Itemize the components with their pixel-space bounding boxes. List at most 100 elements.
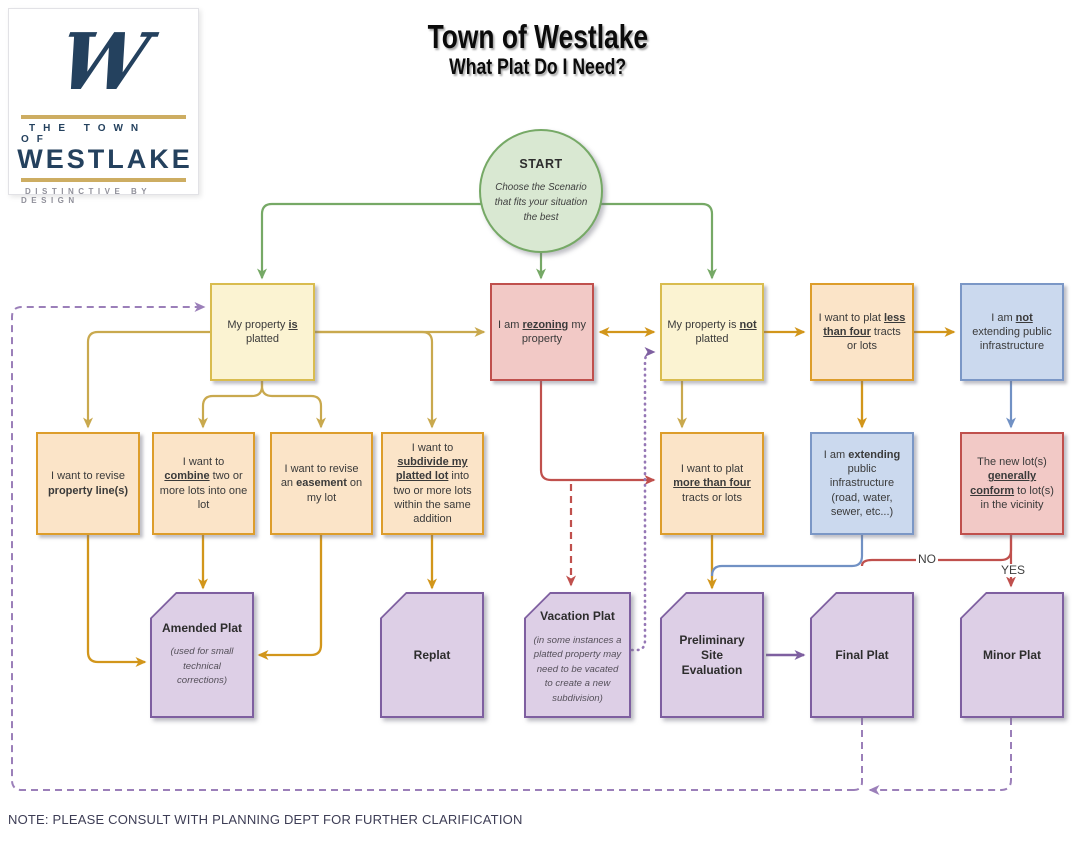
town-of-westlake-logo: W THE TOWN OF WESTLAKE DISTINCTIVE BY DE…	[8, 8, 199, 205]
text-segment: less than four	[823, 311, 906, 338]
text-segment: not	[1015, 311, 1033, 324]
node-text: I want to plat less than four tracts or …	[817, 311, 907, 354]
edge-vacation-to-not-platted-dotted	[630, 347, 656, 652]
node-text: I am not extending public infrastructure	[967, 311, 1057, 354]
text-segment: not	[739, 318, 757, 331]
text-segment: on my lot	[306, 477, 363, 504]
node-property-is-platted: My property is platted	[210, 283, 315, 381]
text-segment: my property	[521, 318, 587, 345]
node-combine-lots: I want to combine two or more lots into …	[152, 432, 255, 535]
text-segment: two or more lots into one lot	[159, 470, 248, 511]
node-text: The new lot(s) generally conform to lot(…	[967, 455, 1057, 512]
node-plat-more-than-four: I want to plat more than four tracts or …	[660, 432, 764, 535]
branch-label-no: NO	[916, 552, 938, 567]
footnote: NOTE: PLEASE CONSULT WITH PLANNING DEPT …	[8, 812, 523, 827]
doc-final-plat: Final Plat	[810, 592, 914, 718]
text-segment: I am	[497, 318, 523, 331]
text-segment: I want to	[411, 441, 454, 454]
text-segment: tracts or lots	[847, 325, 901, 353]
page-title: Town of Westlake	[427, 18, 648, 55]
doc-body: Replat	[382, 594, 482, 716]
doc-note: (in some instances a platted property ma…	[533, 635, 622, 704]
node-subdivide-lot: I want to subdivide my platted lot into …	[381, 432, 484, 535]
text-segment: extending	[848, 448, 901, 461]
text-segment: tracts or lots	[682, 491, 742, 504]
node-text: I want to revise an easement on my lot	[277, 462, 366, 505]
text-segment: The new lot(s)	[977, 455, 1047, 468]
doc-body: Minor Plat	[962, 594, 1062, 716]
node-text: I want to plat more than four tracts or …	[667, 462, 757, 505]
node-not-extending-infrastructure: I am not extending public infrastructure	[960, 283, 1064, 381]
text-segment: I am	[991, 311, 1016, 324]
logo-westlake: WESTLAKE	[17, 144, 193, 174]
branch-label-yes: YES	[999, 563, 1028, 578]
edge-platted-to-combine	[198, 381, 264, 429]
edge-revise-lines-to-amended	[86, 535, 147, 667]
doc-title: Preliminary Site Evaluation	[679, 632, 745, 677]
page-subtitle: What Plat Do I Need?	[449, 53, 626, 79]
doc-minor-plat: Minor Plat	[960, 592, 1064, 718]
node-lots-generally-conform: The new lot(s) generally conform to lot(…	[960, 432, 1064, 535]
text-segment: into two or more lots within the same ad…	[393, 470, 472, 526]
node-text: I want to revise property line(s)	[43, 469, 133, 498]
doc-title: Final Plat	[835, 647, 889, 662]
doc-title: Amended Plat	[161, 621, 242, 636]
edge-platted-to-easement	[260, 381, 326, 429]
doc-body: Preliminary Site Evaluation	[662, 594, 762, 716]
text-segment: extending public infrastructure	[972, 325, 1052, 353]
node-rezoning: I am rezoning my property	[490, 283, 594, 381]
doc-note: (used for small technical corrections)	[170, 646, 234, 687]
text-segment: I want to	[182, 455, 225, 468]
gold-rule-top	[21, 115, 186, 119]
logo-the-town-of: THE TOWN OF	[21, 123, 147, 145]
text-segment: more than four	[673, 477, 751, 490]
doc-title: Replat	[413, 647, 451, 662]
edge-final-feedback-dashed	[853, 718, 863, 791]
page-header: Town of Westlake What Plat Do I Need?	[0, 18, 1075, 79]
doc-body: Amended Plat (used for small technical c…	[152, 594, 252, 716]
text-segment: I am	[823, 448, 849, 461]
text-segment: platted	[695, 333, 729, 345]
text-segment: My property	[227, 318, 289, 331]
node-text: My property is platted	[217, 318, 308, 347]
doc-body: Final Plat	[812, 594, 912, 716]
doc-replat: Replat	[380, 592, 484, 718]
edge-minor-feedback-dashed	[868, 718, 1012, 795]
logo-tagline: DISTINCTIVE BY DESIGN	[21, 187, 151, 205]
text-segment: platted	[245, 333, 280, 345]
text-segment: is	[288, 318, 298, 331]
text-segment: generally conform	[970, 470, 1037, 497]
edge-platted-to-revise-lines	[83, 330, 210, 429]
edge-start-to-platted	[257, 202, 481, 280]
text-segment: My property is	[667, 318, 740, 331]
node-plat-less-than-four: I want to plat less than four tracts or …	[810, 283, 914, 381]
start-label: START	[519, 156, 563, 171]
edge-start-to-not-platted	[601, 202, 717, 280]
text-segment: I want to plat	[818, 311, 884, 324]
text-segment: rezoning	[522, 318, 569, 331]
text-segment: I want to revise an	[280, 463, 359, 490]
start-node: START Choose the Scenario that fits your…	[479, 129, 603, 253]
text-segment: property line(s)	[47, 484, 129, 497]
doc-title: Vacation Plat	[540, 609, 615, 623]
doc-preliminary-site-evaluation: Preliminary Site Evaluation	[660, 592, 764, 718]
doc-title: Minor Plat	[982, 647, 1041, 662]
text-segment: to lot(s) in the vicinity	[980, 484, 1054, 511]
node-text: I want to subdivide my platted lot into …	[388, 441, 477, 527]
node-text: I am extending public infrastructure (ro…	[817, 448, 907, 519]
doc-amended-plat: Amended Plat (used for small technical c…	[150, 592, 254, 718]
node-revise-easement: I want to revise an easement on my lot	[270, 432, 373, 535]
doc-body: Vacation Plat (in some instances a platt…	[526, 594, 629, 716]
start-description: Choose the Scenario that fits your situa…	[494, 181, 588, 224]
edge-platted-to-subdivide	[315, 330, 437, 429]
edge-extending-to-prelim	[710, 535, 864, 577]
node-text: I want to combine two or more lots into …	[159, 455, 248, 512]
text-segment: I want to revise	[51, 470, 125, 483]
text-segment: public infrastructure (road, water, sewe…	[829, 463, 895, 518]
node-text: I am rezoning my property	[497, 318, 587, 347]
edge-rezoning-to-more-than-four	[539, 381, 656, 485]
edge-easement-to-amended	[257, 535, 323, 660]
node-property-not-platted: My property is not platted	[660, 283, 764, 381]
doc-vacation-plat: Vacation Plat (in some instances a platt…	[524, 592, 631, 718]
